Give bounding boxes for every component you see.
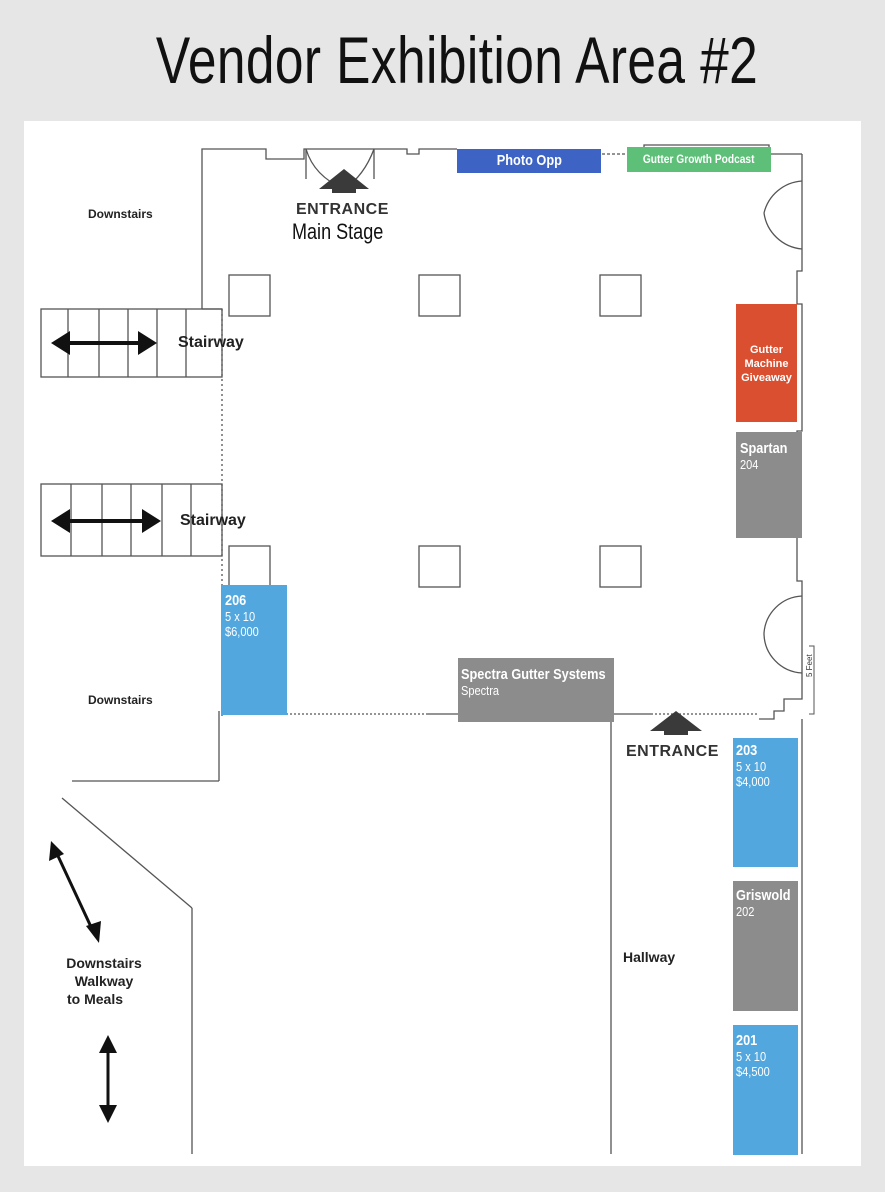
booth-price: $4,500 — [736, 1064, 770, 1079]
column — [418, 274, 461, 317]
booth-spectra[interactable]: Spectra Gutter Systems Spectra — [458, 658, 614, 722]
downstairs-label-2: Downstairs — [88, 693, 153, 707]
stairway-label-1: Stairway — [178, 334, 244, 351]
booth-short-name: Spectra — [461, 683, 500, 698]
booth-203[interactable]: 203 5 x 10 $4,000 — [733, 738, 798, 867]
downstairs-label-1: Downstairs — [88, 207, 153, 221]
giveaway-area — [736, 304, 797, 422]
booth-name: Spartan — [740, 440, 788, 457]
booth-number: 206 — [225, 592, 247, 609]
entrance-arrow — [650, 711, 702, 735]
booth-price: $4,000 — [736, 774, 770, 789]
column — [599, 274, 642, 317]
booth-201[interactable]: 201 5 x 10 $4,500 — [733, 1025, 798, 1155]
booth-206[interactable]: 206 5 x 10 $6,000 — [221, 585, 287, 715]
booth-name: Spectra Gutter Systems — [461, 666, 606, 683]
column — [418, 545, 461, 588]
hallway-label: Hallway — [623, 949, 676, 965]
main-stage-label: Main Stage — [292, 219, 384, 244]
giveaway-label: Gutter Machine Giveaway — [741, 344, 792, 384]
wall-right — [759, 154, 803, 720]
booth-number: 201 — [736, 1032, 758, 1049]
floor-plan-drawing — [40, 144, 815, 1154]
booth-name: Griswold — [736, 887, 791, 904]
booth-number: 203 — [736, 742, 758, 759]
stairway-arrow — [51, 331, 157, 355]
photo-opp-label: Photo Opp — [496, 152, 562, 169]
booth-number: 204 — [740, 457, 759, 472]
stairway-label-2: Stairway — [180, 512, 246, 529]
stairway-arrow — [51, 509, 161, 533]
photo-opp-area — [457, 149, 601, 173]
booth-number: 202 — [736, 904, 755, 919]
column — [228, 545, 271, 588]
page-title-text: Vendor Exhibition Area #2 — [156, 23, 759, 97]
wall-top — [201, 148, 457, 291]
five-feet-label: 5 Feet — [805, 654, 814, 677]
booth-204[interactable]: Spartan 204 — [736, 432, 802, 538]
booth-size: 5 x 10 — [736, 759, 767, 774]
page-title: Vendor Exhibition Area #2 — [0, 12, 885, 112]
walkway-arrow — [49, 841, 101, 943]
main-entrance-label: ENTRANCE — [296, 201, 389, 218]
booth-price: $6,000 — [225, 624, 259, 639]
floor-plan: Photo Opp Gutter Growth Podcast Gutter M… — [24, 121, 861, 1166]
main-entrance-arrow — [319, 169, 369, 193]
column — [599, 545, 642, 588]
column — [228, 274, 271, 317]
vertical-arrow — [99, 1035, 117, 1123]
entrance-label: ENTRANCE — [626, 743, 719, 760]
podcast-label: Gutter Growth Podcast — [643, 152, 755, 166]
podcast-area — [627, 147, 771, 172]
booth-size: 5 x 10 — [225, 609, 256, 624]
walkway-label: Downstairs Walkway to Meals — [66, 955, 142, 1007]
booth-size: 5 x 10 — [736, 1049, 767, 1064]
booth-202[interactable]: Griswold 202 — [733, 881, 798, 1011]
